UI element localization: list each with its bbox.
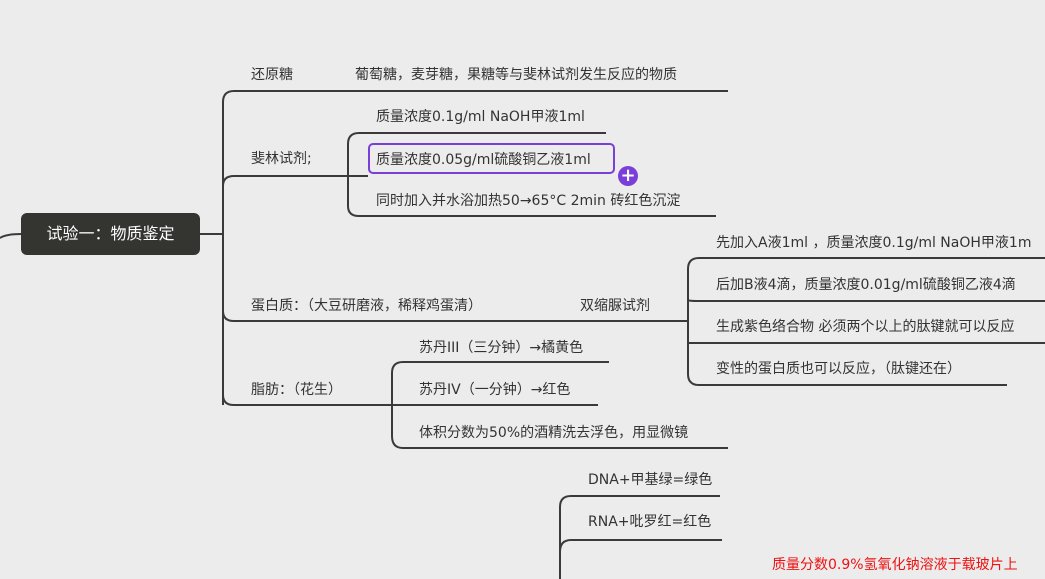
root-node[interactable]: 试验一：物质鉴定: [21, 213, 200, 255]
fat-item-b[interactable]: 苏丹IV（一分钟）→红色: [419, 382, 571, 398]
protein-item-b[interactable]: 后加B液4滴，质量浓度0.01g/ml硫酸铜乙液4滴: [716, 277, 1016, 293]
selected-node-outline: [368, 143, 615, 174]
nucleic-item-dna[interactable]: DNA+甲基绿=绿色: [588, 472, 713, 488]
fehling-item-b[interactable]: 质量浓度0.05g/ml硫酸铜乙液1ml: [376, 152, 591, 168]
protein-item-d[interactable]: 变性的蛋白质也可以反应，（肽键还在）: [716, 361, 961, 377]
nucleic-item-rna[interactable]: RNA+吡罗红=红色: [588, 514, 712, 530]
fehling-item-a[interactable]: 质量浓度0.1g/ml NaOH甲液1ml: [376, 109, 585, 125]
branch-reducing-sugar[interactable]: 还原糖: [251, 67, 293, 83]
fat-item-a[interactable]: 苏丹III（三分钟）→橘黄色: [419, 340, 584, 356]
fat-item-c[interactable]: 体积分数为50%的酒精洗去浮色，用显微镜: [419, 425, 689, 441]
plus-icon[interactable]: +: [618, 166, 638, 186]
fehling-item-c[interactable]: 同时加入并水浴加热50→65°C 2min 砖红色沉淀: [376, 193, 681, 209]
branch-fehling[interactable]: 斐林试剂;: [251, 151, 312, 167]
reducing-sugar-desc[interactable]: 葡萄糖，麦芽糖，果糖等与斐林试剂发生反应的物质: [355, 67, 677, 83]
branch-protein[interactable]: 蛋白质：（大豆研磨液，稀释鸡蛋清）: [251, 298, 482, 314]
protein-item-a[interactable]: 先加入A液1ml ，质量浓度0.1g/ml NaOH甲液1m: [716, 235, 1032, 251]
branch-fat[interactable]: 脂肪：（花生）: [251, 382, 342, 398]
nucleic-note[interactable]: 质量分数0.9%氢氧化钠溶液于载玻片上: [772, 557, 1018, 573]
protein-reagent[interactable]: 双缩脲试剂: [580, 298, 650, 314]
protein-item-c[interactable]: 生成紫色络合物 必须两个以上的肽键就可以反应: [716, 319, 1015, 335]
